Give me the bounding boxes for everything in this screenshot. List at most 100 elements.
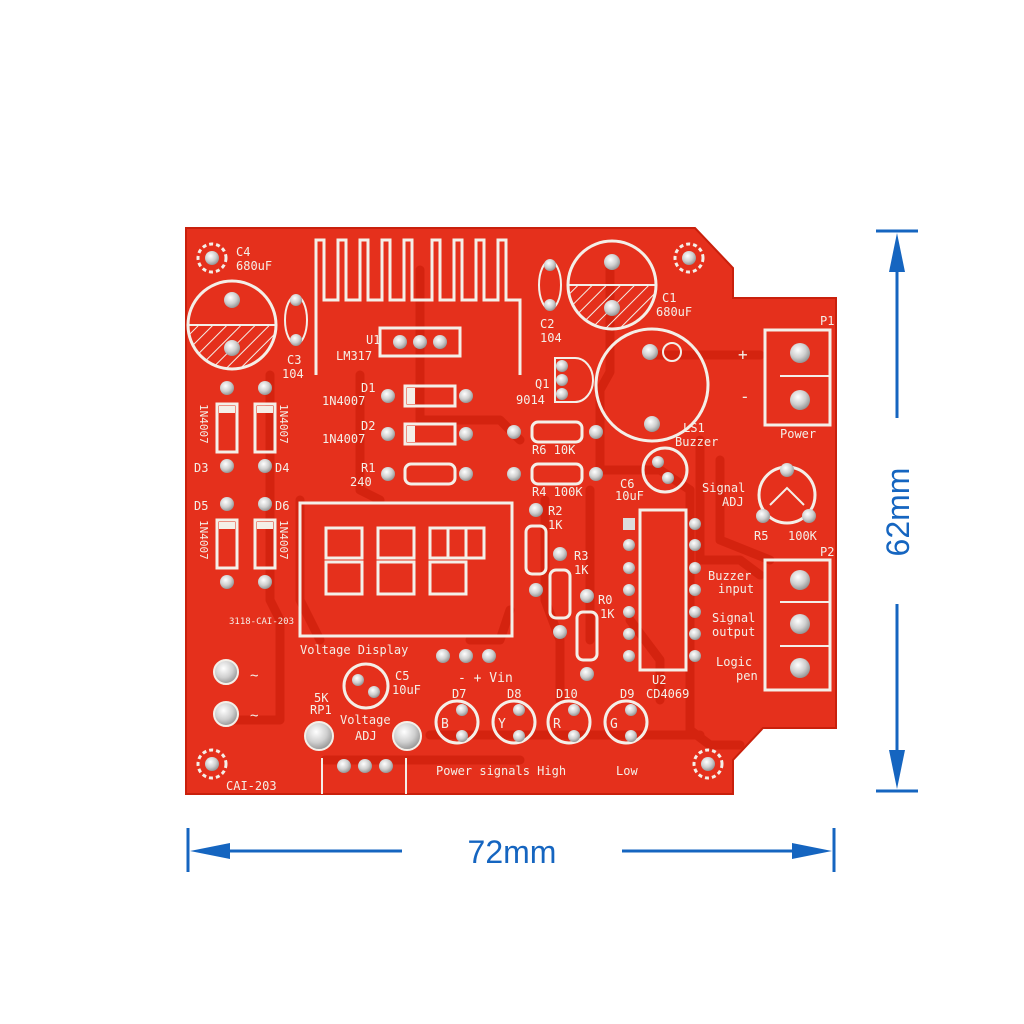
label-rp1: RP1 bbox=[310, 703, 332, 717]
regulator-u1 bbox=[378, 326, 462, 358]
label-power: Power bbox=[780, 427, 816, 441]
label-c5-value: 10uF bbox=[392, 683, 421, 697]
label-signal-output-1: Signal bbox=[712, 611, 755, 625]
label-q1-value: 9014 bbox=[516, 393, 545, 407]
label-d4-type: 1N4007 bbox=[277, 404, 290, 444]
voltage-display-footprint bbox=[298, 501, 514, 638]
label-q1: Q1 bbox=[535, 377, 549, 391]
diode-d4 bbox=[253, 381, 277, 473]
led-d8 bbox=[491, 699, 537, 745]
label-d8: D8 bbox=[507, 687, 521, 701]
label-d6: D6 bbox=[275, 499, 289, 513]
label-r4: R4 100K bbox=[532, 485, 583, 499]
label-board-name: CAI-203 bbox=[226, 779, 277, 793]
label-d3-type: 1N4007 bbox=[197, 404, 210, 444]
label-led-b: B bbox=[441, 717, 449, 732]
resistor-r0 bbox=[575, 589, 599, 681]
label-voltage-adj-2: ADJ bbox=[355, 729, 377, 743]
label-buzzer: Buzzer bbox=[675, 435, 718, 449]
label-c3: C3 bbox=[287, 353, 301, 367]
label-led-g: G bbox=[610, 717, 618, 732]
label-c2: C2 bbox=[540, 317, 554, 331]
resistor-r3 bbox=[548, 547, 572, 639]
height-dimension bbox=[876, 229, 918, 793]
label-buzzer-input-1: Buzzer bbox=[708, 569, 751, 583]
label-d3: D3 bbox=[194, 461, 208, 475]
label-vin: - + Vin bbox=[458, 671, 513, 686]
resistor-r4 bbox=[507, 462, 603, 486]
heatsink-outline bbox=[314, 238, 522, 375]
label-c6: C6 bbox=[620, 477, 634, 491]
label-d10: D10 bbox=[556, 687, 578, 701]
width-label: 72mm bbox=[468, 834, 557, 870]
connector-p1 bbox=[763, 328, 832, 427]
label-r3-value: 1K bbox=[574, 563, 589, 577]
label-signal-output-2: output bbox=[712, 625, 755, 639]
label-voltage-display: Voltage Display bbox=[300, 643, 408, 657]
diode-d3 bbox=[215, 381, 239, 473]
led-d9 bbox=[603, 699, 649, 745]
label-d4: D4 bbox=[275, 461, 289, 475]
height-label: 62mm bbox=[880, 468, 916, 557]
label-c5: C5 bbox=[395, 669, 409, 683]
label-u1: U1 bbox=[366, 333, 380, 347]
connector-p2 bbox=[763, 558, 832, 692]
diode-d5 bbox=[215, 497, 239, 589]
label-p2: P2 bbox=[820, 545, 834, 559]
label-r5-value: 100K bbox=[788, 529, 818, 543]
capacitor-c6 bbox=[641, 446, 689, 494]
diode-d6 bbox=[253, 497, 277, 589]
label-c1-value: 680uF bbox=[656, 305, 692, 319]
transistor-q1 bbox=[554, 357, 594, 403]
label-rp1-value: 5K bbox=[314, 691, 329, 705]
label-c6-value: 10uF bbox=[615, 489, 644, 503]
label-p1: P1 bbox=[820, 314, 834, 328]
label-c1: C1 bbox=[662, 291, 676, 305]
label-r1: R1 bbox=[361, 461, 375, 475]
label-r6: R6 10K bbox=[532, 443, 576, 457]
label-d6-type: 1N4007 bbox=[277, 520, 290, 560]
label-d2: D2 bbox=[361, 419, 375, 433]
label-c3-value: 104 bbox=[282, 367, 304, 381]
label-c2-value: 104 bbox=[540, 331, 562, 345]
label-r2-value: 1K bbox=[548, 518, 563, 532]
label-part-code: 3118-CAI-203 bbox=[229, 617, 294, 627]
label-d5: D5 bbox=[194, 499, 208, 513]
label-cd4069: CD4069 bbox=[646, 687, 689, 701]
label-power-plus: + bbox=[738, 345, 748, 364]
label-ac-1: ~ bbox=[250, 668, 258, 684]
label-u2: U2 bbox=[652, 673, 666, 687]
label-c4-value: 680uF bbox=[236, 259, 272, 273]
potentiometer-rp1 bbox=[304, 721, 422, 794]
label-d9: D9 bbox=[620, 687, 634, 701]
label-ac-2: ~ bbox=[250, 708, 258, 724]
capacitor-c4 bbox=[186, 279, 278, 371]
resistor-r1 bbox=[381, 462, 473, 486]
label-d1: D1 bbox=[361, 381, 375, 395]
led-d7 bbox=[434, 699, 480, 745]
label-ls1: LS1 bbox=[683, 421, 705, 435]
led-d10 bbox=[546, 699, 592, 745]
label-r0: R0 bbox=[598, 593, 612, 607]
label-signal-adj-1: Signal bbox=[702, 481, 745, 495]
capacitor-c2 bbox=[538, 259, 562, 311]
label-power-signals: Power signals High bbox=[436, 764, 566, 778]
label-signal-adj-2: ADJ bbox=[722, 495, 744, 509]
label-logic-pen-1: Logic bbox=[716, 655, 752, 669]
label-c4: C4 bbox=[236, 245, 250, 259]
label-logic-pen-2: pen bbox=[736, 669, 758, 683]
label-r0-value: 1K bbox=[600, 607, 615, 621]
mounting-holes bbox=[196, 242, 724, 780]
label-power-minus: - bbox=[740, 387, 750, 406]
capacitor-c5 bbox=[342, 662, 390, 710]
width-dimension bbox=[186, 828, 836, 872]
display-pads bbox=[436, 649, 496, 663]
label-r2: R2 bbox=[548, 504, 562, 518]
label-r3: R3 bbox=[574, 549, 588, 563]
label-voltage-adj-1: Voltage bbox=[340, 713, 391, 727]
ac-input-pads bbox=[213, 659, 239, 727]
ic-u2-footprint bbox=[623, 508, 701, 672]
diode-d1 bbox=[381, 384, 473, 408]
label-lm317: LM317 bbox=[336, 349, 372, 363]
